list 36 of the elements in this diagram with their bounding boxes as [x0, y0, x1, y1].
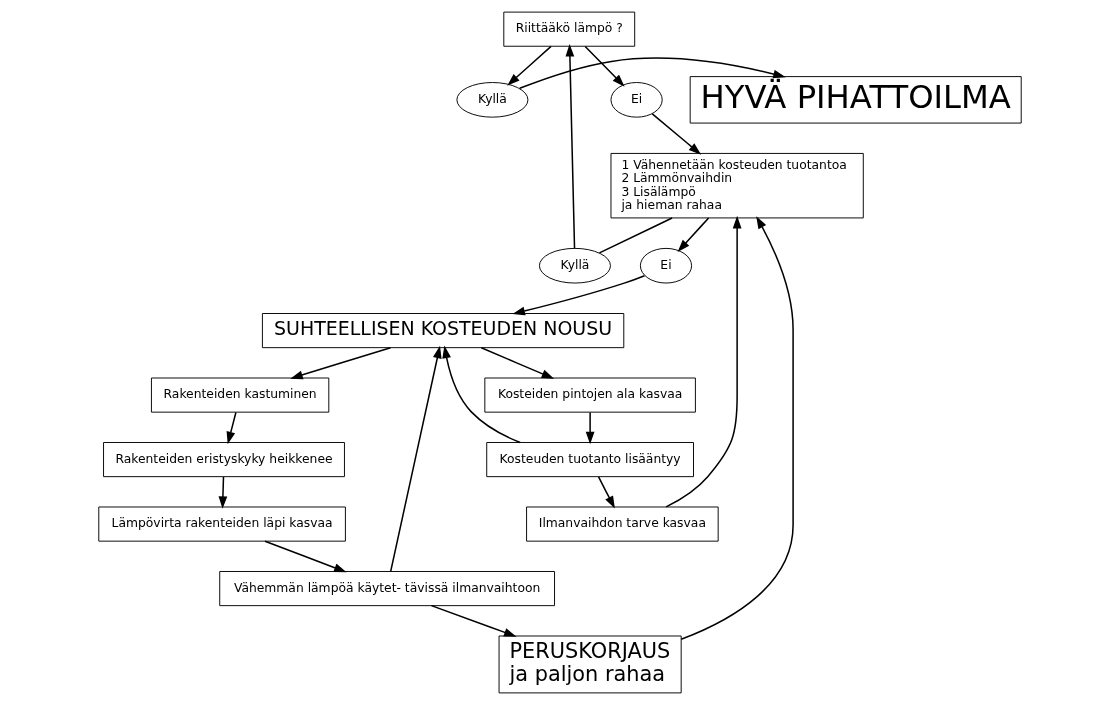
node-box: Kosteiden pintojen ala kasvaa — [483, 377, 696, 413]
arrow — [583, 45, 625, 87]
node-ellipse: Ei — [639, 247, 692, 284]
arrow — [585, 411, 594, 445]
arrow — [518, 57, 786, 90]
arrow — [506, 45, 552, 86]
arrow — [226, 411, 237, 445]
connector — [598, 217, 673, 254]
arrow — [480, 347, 554, 379]
node-box: Vähemmän lämpöä käytet- tävissä ilmanvaihtoon — [218, 571, 555, 607]
node-box: Rakenteiden eristyskyky heikkenee — [102, 442, 345, 478]
node-box: HYVÄ PIHATTOILMA — [689, 76, 1022, 124]
arrow — [441, 345, 521, 444]
arrow — [677, 217, 709, 253]
node-ellipse: Kyllä — [455, 82, 528, 118]
node-box: 1 Vähennetään kosteuden tuotantoa 2 Lämmönvaihdin 3 Lisälämpö ja hieman rahaa — [610, 152, 864, 219]
arrow — [664, 215, 742, 508]
node-box: PERUSKORJAUS ja paljon rahaa — [498, 635, 682, 694]
arrow — [679, 216, 794, 641]
node-ellipse: Ei — [610, 82, 663, 118]
arrow — [511, 275, 645, 316]
node-box: Riittääkö lämpö ? — [502, 11, 635, 47]
arrow — [289, 346, 391, 380]
arrow — [651, 113, 701, 155]
arrow — [389, 345, 442, 573]
arrow — [430, 604, 517, 637]
node-box: Ilmanvaihdon tarve kasvaa — [525, 506, 719, 542]
arrow — [565, 43, 575, 249]
node-ellipse: Kyllä — [538, 247, 611, 284]
node-box: Kosteuden tuotanto lisääntyy — [485, 442, 694, 478]
arrow — [263, 540, 347, 573]
arrow — [218, 476, 227, 509]
arrow — [597, 476, 615, 509]
node-box: Rakenteiden kastuminen — [150, 377, 329, 413]
node-box: SUHTEELLISEN KOSTEUDEN NOUSU — [261, 313, 624, 349]
node-box: Lämpövirta rakenteiden läpi kasvaa — [97, 506, 346, 542]
